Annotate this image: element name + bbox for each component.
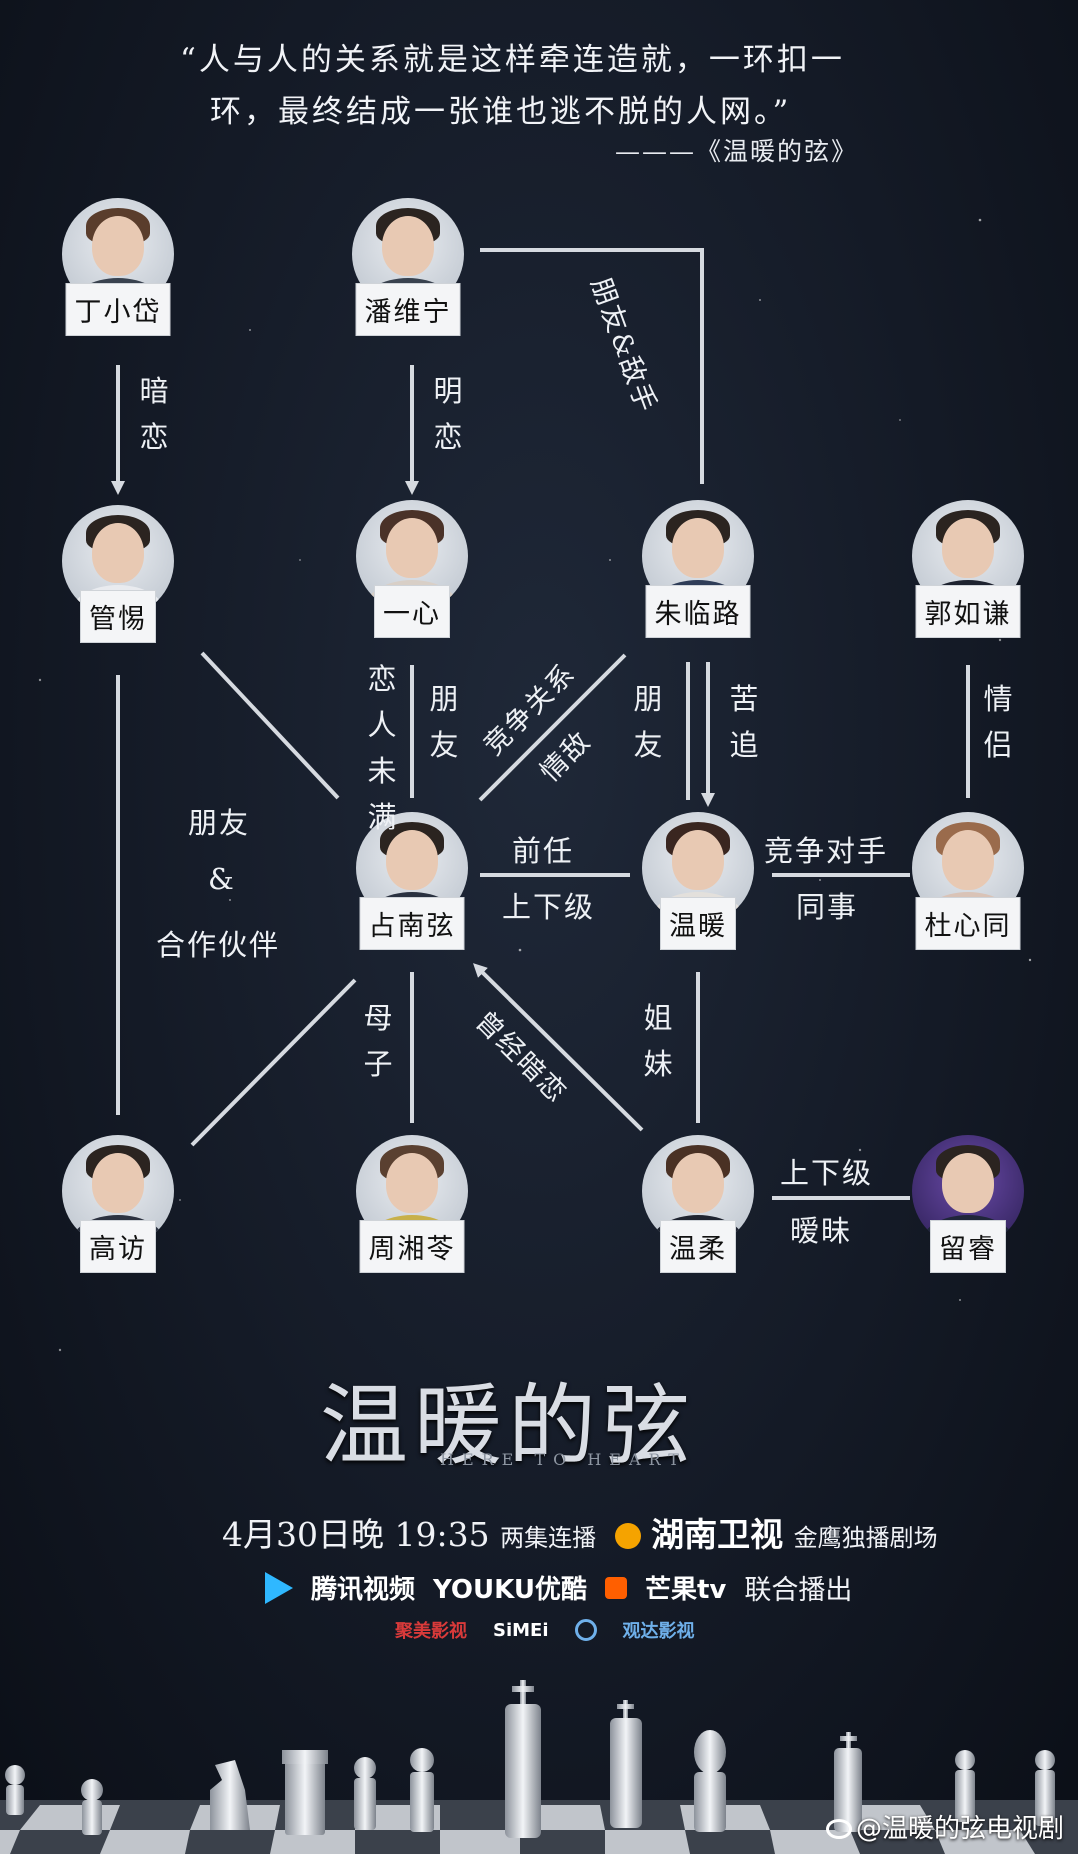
character-name: 丁小岱 <box>65 283 171 336</box>
label-zhan-zhou: 母子 <box>363 1001 393 1081</box>
quote-source: ———《温暖的弦》 <box>614 137 858 166</box>
quote-line-2: 环，最终结成一张谁也逃不脱的人网。” <box>210 94 792 130</box>
producers-row: 聚美影视 SiMEi 观达影视 <box>395 1617 695 1643</box>
label-yixin-zhan-2: 朋友 <box>429 682 459 762</box>
chess-king-icon <box>610 1700 642 1828</box>
edge-zhan-gao <box>190 978 357 1147</box>
character-name: 一心 <box>374 585 450 638</box>
character-name: 潘维宁 <box>355 283 461 336</box>
platforms-row: 腾讯视频 YOUKU优酷 芒果tv 联合播出 <box>265 1565 852 1610</box>
label-zhu-wennuan-1: 朋友 <box>633 682 663 762</box>
producer-jumei: 聚美影视 <box>395 1621 467 1642</box>
producer-simei: SiMEi <box>493 1619 549 1641</box>
label-pan-yixin: 明恋 <box>433 374 463 454</box>
show-title: 温暖的弦 <box>320 1374 697 1477</box>
platform-note: 联合播出 <box>744 1575 853 1606</box>
character-name: 温柔 <box>660 1220 736 1273</box>
label-ding-guan: 暗恋 <box>139 374 169 454</box>
channel-name: 湖南卫视 <box>651 1515 784 1554</box>
edge-wenrou-zhan <box>473 963 644 1132</box>
chess-rook-icon <box>282 1750 328 1835</box>
platform-youku: YOUKU优酷 <box>433 1575 587 1605</box>
character-name: 管惕 <box>80 590 156 643</box>
character-name: 郭如谦 <box>915 585 1021 638</box>
character-name: 温暖 <box>660 897 736 950</box>
edge-pan-zhu <box>480 248 704 484</box>
label-wenrou-liu-2: 暧昧 <box>790 1214 853 1248</box>
guanda-logo-icon <box>574 1619 597 1641</box>
label-zhan-wennuan-1: 前任 <box>512 834 575 868</box>
chessboard-illustration <box>0 1680 1078 1854</box>
chess-pawn-icon <box>1035 1750 1055 1826</box>
airtime-line: 4月30日晚 19:35 两集连播 湖南卫视 金鹰独播剧场 <box>222 1508 938 1556</box>
label-wennuan-du-1: 竞争对手 <box>764 834 889 868</box>
label-guan-gao-2: & <box>208 862 236 896</box>
airtime-note: 两集连播 <box>500 1524 597 1552</box>
character-name: 占南弦 <box>359 897 465 950</box>
weibo-icon <box>825 1819 852 1839</box>
chess-pawn-icon <box>410 1748 434 1832</box>
platform-tencent: 腾讯视频 <box>311 1575 416 1605</box>
label-guan-gao-1: 朋友 <box>188 806 251 840</box>
character-name: 留睿 <box>930 1220 1006 1273</box>
character-name: 朱临路 <box>645 585 751 638</box>
chess-pawn-icon <box>81 1779 103 1835</box>
chess-bishop-icon <box>694 1730 726 1832</box>
weibo-handle-text: @温暖的弦电视剧 <box>855 1814 1064 1844</box>
producer-guanda: 观达影视 <box>622 1621 695 1642</box>
edge-zhu-zhan <box>478 653 627 802</box>
tencent-video-icon <box>265 1571 293 1604</box>
label-guo-du: 情侣 <box>983 682 1013 762</box>
show-title-block: 温暖的弦 HERE TO HEART <box>320 1355 696 1482</box>
label-wenrou-liu-1: 上下级 <box>780 1156 874 1190</box>
character-name: 周湘苓 <box>359 1220 465 1273</box>
quote-line-1: “人与人的关系就是这样牵连造就，一环扣一 <box>180 42 845 78</box>
platform-mgtv: 芒果tv <box>644 1575 727 1605</box>
airtime-date: 4月30日晚 19:35 <box>222 1515 490 1554</box>
label-guan-gao-3: 合作伙伴 <box>156 928 281 962</box>
character-name: 杜心同 <box>915 897 1021 950</box>
chess-knight-icon <box>210 1760 250 1830</box>
label-zhu-wennuan-2: 苦追 <box>729 682 759 762</box>
character-name: 高访 <box>80 1220 156 1273</box>
chess-pawn-icon <box>354 1757 376 1830</box>
chess-king-icon <box>505 1680 541 1838</box>
chess-pawn-icon <box>955 1750 975 1822</box>
label-wennuan-wenrou: 姐妹 <box>643 1001 673 1081</box>
channel-note: 金鹰独播剧场 <box>793 1524 938 1552</box>
show-subtitle: HERE TO HEART <box>440 1450 687 1469</box>
label-wennuan-du-2: 同事 <box>796 890 859 924</box>
chess-pawn-icon <box>5 1765 25 1815</box>
chess-king-icon <box>834 1732 862 1832</box>
mango-logo-icon <box>614 1523 641 1549</box>
label-yixin-zhan-1: 恋人未满 <box>367 662 397 834</box>
edge-guan-zhan <box>200 651 340 800</box>
mgtv-icon <box>604 1576 627 1599</box>
label-zhan-wennuan-2: 上下级 <box>502 890 596 924</box>
weibo-handle[interactable]: @温暖的弦电视剧 <box>825 1808 1064 1845</box>
